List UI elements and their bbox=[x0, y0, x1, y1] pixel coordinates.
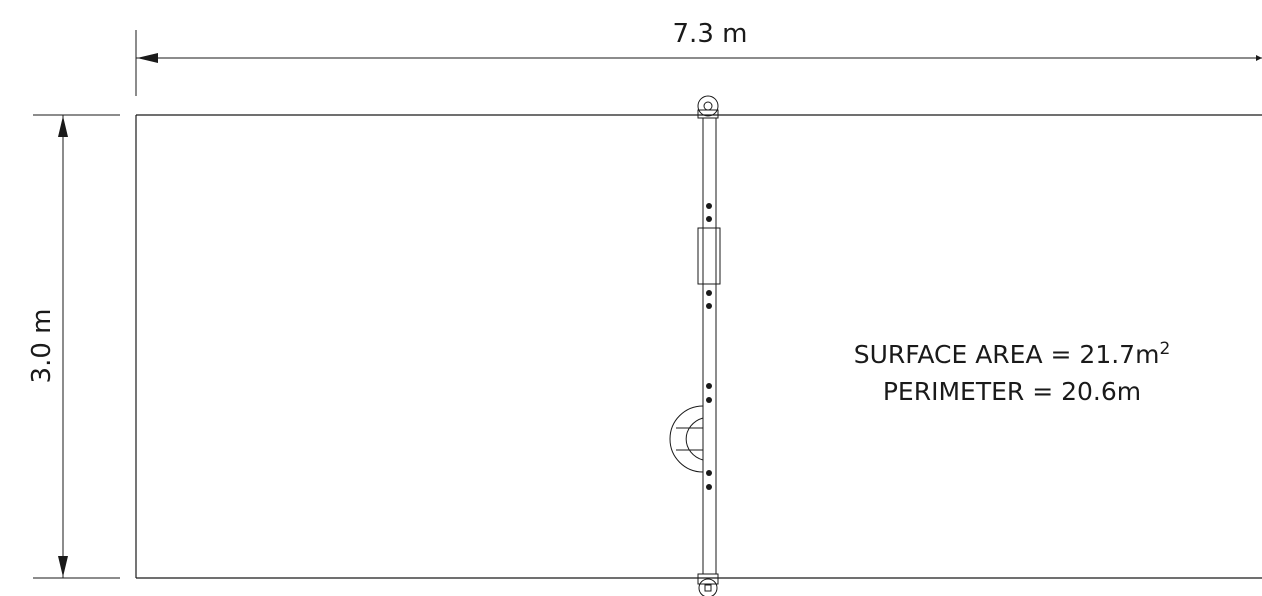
area-info: SURFACE AREA = 21.7m2 PERIMETER = 20.6m bbox=[854, 339, 1171, 406]
bottom-post-cap bbox=[697, 573, 719, 585]
center-divider bbox=[669, 95, 721, 596]
bolt-dot bbox=[706, 216, 712, 222]
height-arrow-bottom bbox=[58, 556, 68, 577]
bolt-dot bbox=[706, 383, 712, 389]
top-post-outer bbox=[697, 95, 719, 117]
hinge-semicircle bbox=[669, 405, 704, 473]
height-arrow-top bbox=[58, 116, 68, 137]
bolt-dot bbox=[706, 290, 712, 296]
bottom-post-outer bbox=[698, 578, 718, 596]
surface-area-superscript: 2 bbox=[1159, 339, 1170, 359]
surface-area-text: SURFACE AREA = 21.7m2 bbox=[854, 339, 1171, 369]
surface-area-value: SURFACE AREA = 21.7m bbox=[854, 340, 1160, 369]
plan-outline bbox=[135, 114, 1262, 579]
hinge-inner-arc bbox=[685, 417, 704, 461]
width-label: 7.3 m bbox=[673, 19, 748, 49]
divider-bracket bbox=[697, 227, 721, 285]
bolt-dot bbox=[706, 470, 712, 476]
height-label: 3.0 m bbox=[27, 309, 57, 384]
divider-bar bbox=[702, 117, 717, 575]
bolt-dot bbox=[706, 397, 712, 403]
bolt-dot bbox=[706, 484, 712, 490]
width-arrow-right bbox=[1256, 55, 1262, 61]
top-post-cap bbox=[697, 109, 719, 119]
bottom-post-inner bbox=[704, 584, 712, 592]
bolt-dot bbox=[706, 303, 712, 309]
width-dimension: 7.3 m bbox=[135, 19, 1262, 96]
top-post-inner bbox=[703, 101, 713, 111]
perimeter-text: PERIMETER = 20.6m bbox=[883, 377, 1141, 406]
height-dimension: 3.0 m bbox=[27, 114, 120, 579]
bolt-dot bbox=[706, 203, 712, 209]
width-arrow-left bbox=[137, 53, 158, 63]
